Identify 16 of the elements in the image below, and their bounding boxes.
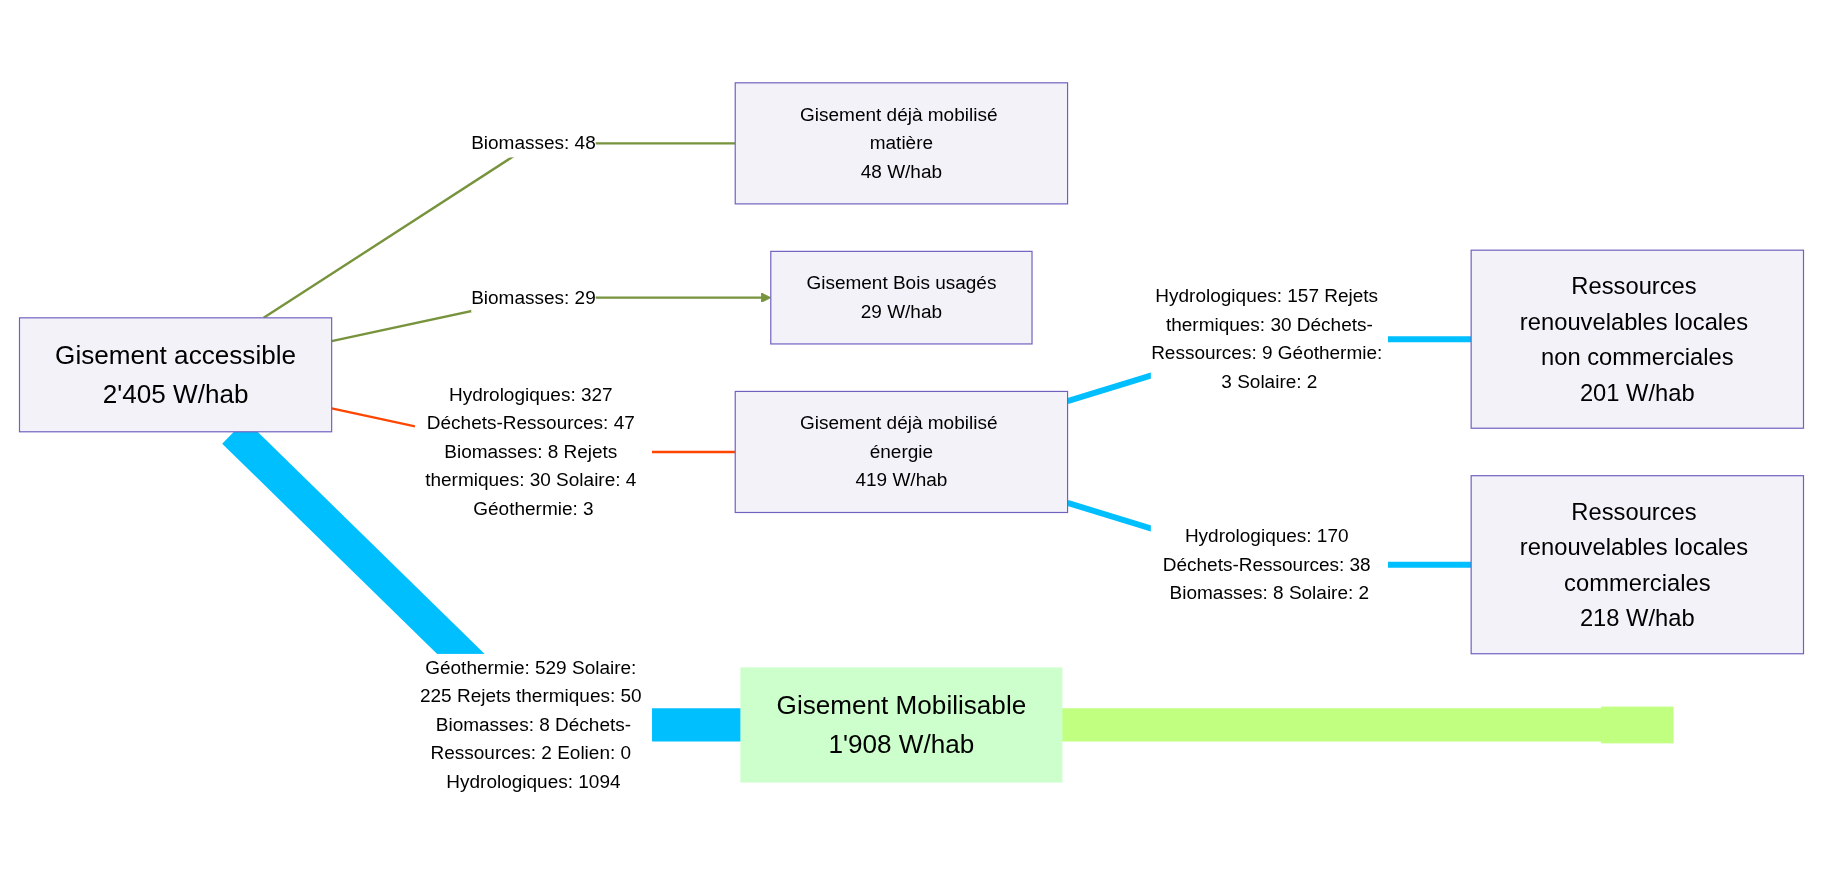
edge-label: Hydrologiques: 170 Déchets-Ressources: 38 Biomasses: 8 Solaire: 2 (1162, 525, 1371, 603)
connector (263, 142, 736, 319)
node-box: Gisement Mobilisable 1'908 W/hab (740, 667, 1063, 783)
node-box: Gisement Bois usagés 29 W/hab (770, 250, 1033, 345)
node-box: Ressources renouvelables locales non commerciales 201 W/hab (1470, 249, 1805, 429)
edge-label: Hydrologiques: 327 Déchets-Ressources: 47 Biomasses: 8 Rejets thermiques: 30 Solaire: 4 Géothermie: 3 (425, 384, 637, 519)
edge-label: Biomasses: 48 (471, 132, 596, 153)
edge-label: Biomasses: 29 (471, 286, 596, 308)
node-box: Gisement accessible 2'405 W/hab (18, 317, 333, 433)
edge-label: Hydrologiques: 157 Rejets thermiques: 30 Déchets-Ressources: 9 Géothermie: 3 Solaire: 2 (1151, 285, 1383, 392)
node-box: Gisement déjà mobilisé matière 48 W/hab (734, 82, 1069, 205)
connector (1061, 708, 1602, 742)
node-box: Ressources renouvelables locales commerciales 218 W/hab (1470, 475, 1805, 655)
node-box: Gisement déjà mobilisé énergie 419 W/hab (734, 390, 1069, 514)
edge-label: Géothermie: 529 Solaire: 225 Rejets thermiques: 50 Biomasses: 8 Déchets-Ressources: 2 Eolien: 0 Hydrologiques: 1094 (419, 657, 642, 792)
node-bar (1601, 706, 1674, 744)
